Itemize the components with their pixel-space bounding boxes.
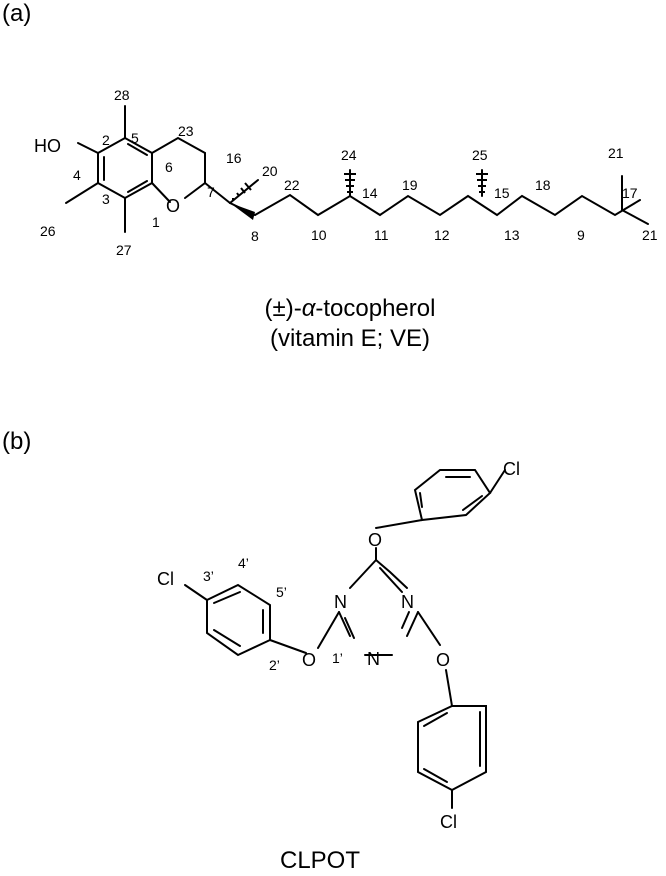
ring-oxygen-label: O <box>166 196 180 216</box>
caption-alpha: α <box>301 295 316 322</box>
locant-14: 14 <box>362 185 378 201</box>
locant-5: 5 <box>131 130 139 146</box>
locant-3-prime: 3’ <box>203 568 214 584</box>
locant-28: 28 <box>114 87 130 103</box>
nitrogen-bottom-label: N <box>367 649 380 669</box>
locant-23: 23 <box>178 123 194 139</box>
nitrogen-right-label: N <box>401 592 414 612</box>
chlorine-bottom-label: Cl <box>440 812 457 832</box>
locant-27: 27 <box>116 242 132 258</box>
chlorine-top-label: Cl <box>503 459 520 479</box>
tocopherol-caption: (±)-α-tocopherol (vitamin E; VE) <box>200 294 500 354</box>
wedge-bond-c7-c8 <box>230 203 255 220</box>
oxygen-top-label: O <box>368 530 382 550</box>
locant-12: 12 <box>434 227 450 243</box>
nitrogen-left-label: N <box>334 592 347 612</box>
locant-9: 9 <box>577 227 585 243</box>
pyran-ring <box>151 136 206 203</box>
tocopherol-extra-bonds <box>204 169 483 216</box>
locant-4: 4 <box>73 167 81 183</box>
oxygen-right-label: O <box>436 650 450 670</box>
bottom-phenyl-ring <box>417 705 487 792</box>
locant-6: 6 <box>165 159 173 175</box>
locant-20: 20 <box>262 163 278 179</box>
locant-3: 3 <box>102 191 110 207</box>
oxygen-left-label: O <box>302 650 316 670</box>
locant-11: 11 <box>374 227 389 243</box>
locant-15: 15 <box>494 185 510 201</box>
triazine-ring <box>338 559 419 656</box>
locant-18: 18 <box>535 177 551 193</box>
locant-25: 25 <box>472 147 488 163</box>
tocopherol-structure <box>65 105 649 233</box>
locant-21-top: 21 <box>608 145 624 161</box>
locant-24: 24 <box>341 147 357 163</box>
tocopherol-abbrev: (vitamin E; VE) <box>269 325 431 352</box>
methyl-26 <box>65 182 99 204</box>
caption-prefix: (±)- <box>264 295 302 322</box>
caption-suffix: -tocopherol <box>315 295 436 322</box>
locant-26: 26 <box>40 223 56 239</box>
locant-1-prime: 1’ <box>332 650 343 666</box>
locant-2-prime: 2’ <box>269 657 280 673</box>
locant-17: 17 <box>622 185 638 201</box>
locant-2: 2 <box>102 132 110 148</box>
locant-16: 16 <box>226 150 242 166</box>
locant-5-prime: 5’ <box>276 584 287 600</box>
locant-22: 22 <box>284 177 300 193</box>
panel-b-label: (b) <box>2 428 32 455</box>
panel-a-label: (a) <box>2 0 32 27</box>
locant-19: 19 <box>402 177 418 193</box>
locant-8: 8 <box>251 228 259 244</box>
top-phenyl-ring <box>413 469 492 522</box>
clpot-caption: CLPOT <box>279 847 360 874</box>
locant-4-prime: 4’ <box>238 555 249 571</box>
tocopherol-name: (±)-α-tocopherol <box>200 294 500 324</box>
locant-1: 1 <box>152 214 160 230</box>
hydroxyl-label: HO <box>34 136 61 156</box>
locant-7: 7 <box>207 184 215 200</box>
oh-bond <box>77 142 99 154</box>
phytyl-chain <box>254 193 641 217</box>
locant-10: 10 <box>311 227 327 243</box>
clpot-structure <box>184 469 506 809</box>
tocopherol-locants: 28 2 5 23 6 16 20 7 4 3 1 26 27 8 22 10 … <box>40 87 658 258</box>
locant-21-right: 21 <box>642 227 658 243</box>
locant-13: 13 <box>504 227 520 243</box>
chlorine-left-label: Cl <box>157 569 174 589</box>
